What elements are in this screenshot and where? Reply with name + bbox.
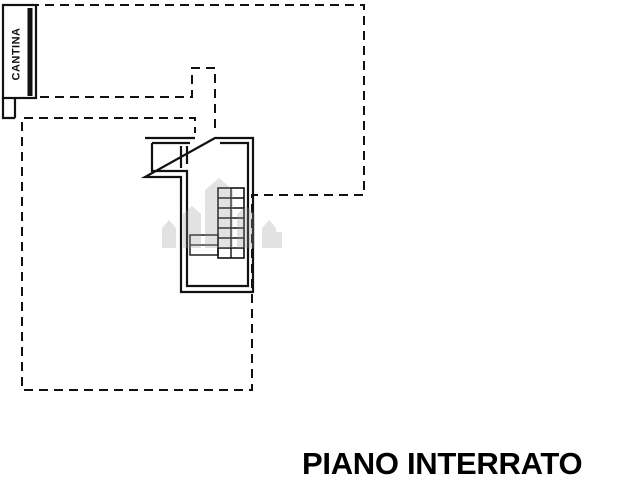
floor-title: PIANO INTERRATO [302, 446, 583, 481]
staircase [189, 187, 245, 259]
corridor-outline [40, 67, 216, 133]
cantina-label: CANTINA [3, 24, 29, 84]
building-logo-icon [162, 178, 282, 248]
stair-core-notch [179, 146, 189, 168]
cantina-room-wall [1, 3, 38, 100]
perimeter-outline [21, 4, 365, 391]
cantina-lower-wall [1, 97, 17, 120]
stair-core-inner-wall [150, 141, 250, 288]
cantina-label-text: CANTINA [10, 27, 22, 81]
stair-core-outer-wall [140, 136, 255, 294]
